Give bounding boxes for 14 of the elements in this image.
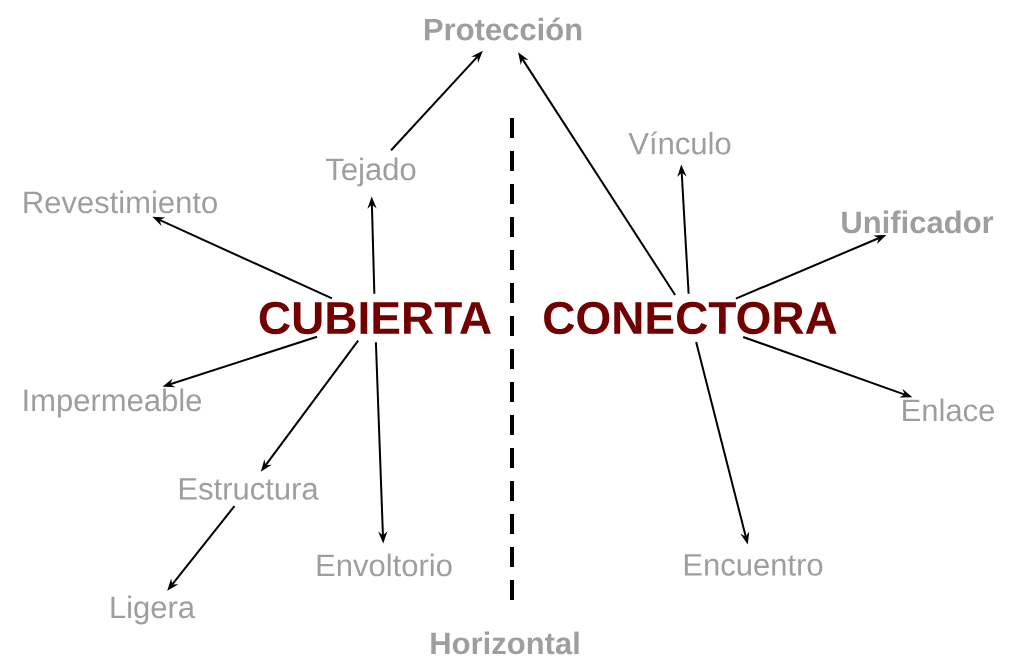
word-label: Encuentro	[684, 554, 823, 576]
word-label: Ligera	[111, 595, 196, 625]
main-term: CONECTORA	[544, 301, 837, 335]
word-label: Impermeable	[24, 388, 202, 418]
keyword-label: Horizontal	[431, 631, 579, 655]
keyword-label: Protección	[424, 17, 582, 41]
main-term: CUBIERTA	[259, 301, 491, 335]
word-label: Tejado	[326, 157, 416, 187]
word-label: Vínculo	[628, 131, 731, 155]
word-label: Estructura	[179, 478, 319, 500]
keyword-label: Unificador	[842, 210, 994, 234]
word-label: Envoltorio	[317, 553, 452, 577]
word-label: Revestimiento	[24, 190, 217, 214]
word-label: Enlace	[903, 398, 994, 422]
